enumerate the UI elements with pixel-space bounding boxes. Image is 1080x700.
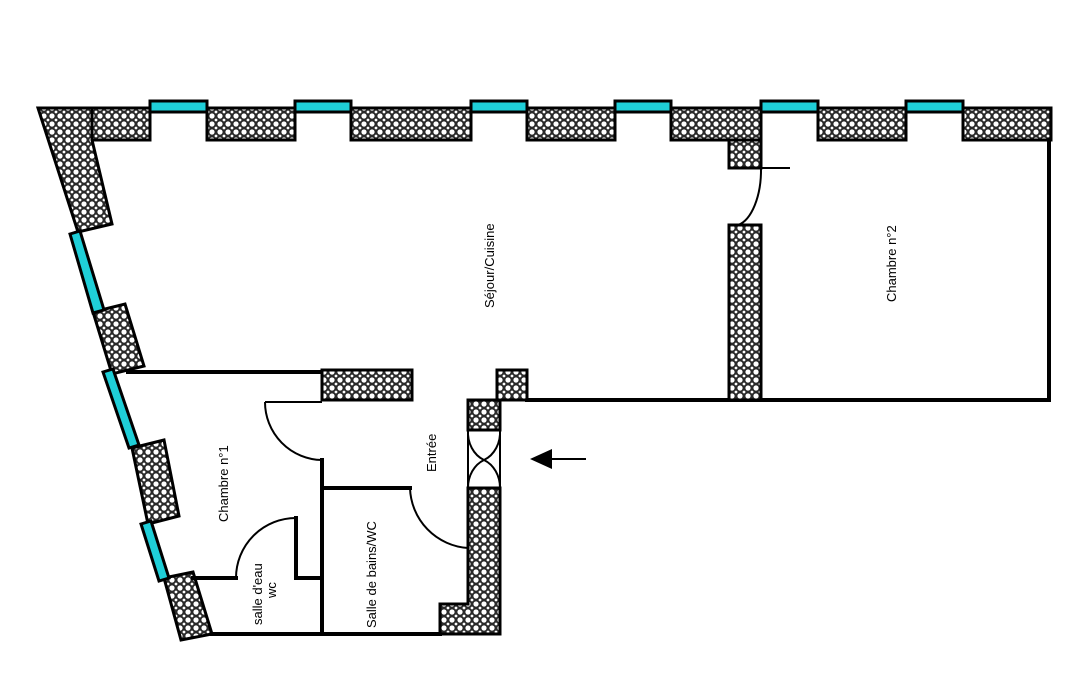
partition-chambre2 bbox=[727, 138, 790, 402]
label-chambre2: Chambre n°2 bbox=[884, 225, 899, 302]
label-entree: Entrée bbox=[424, 434, 439, 472]
label-chambre1: Chambre n°1 bbox=[216, 445, 231, 522]
left-wall bbox=[35, 106, 214, 642]
label-salle-eau: salle d'eau bbox=[250, 563, 265, 625]
label-wc: wc bbox=[264, 582, 279, 599]
door-swing-salle-bains bbox=[409, 487, 469, 549]
left-windows bbox=[68, 229, 171, 583]
salle-bains-walls bbox=[320, 486, 502, 636]
perimeter bbox=[210, 138, 1051, 636]
arrow-left-icon bbox=[530, 449, 586, 469]
top-windows bbox=[148, 99, 965, 114]
entrance-walls bbox=[466, 368, 529, 489]
door-swing-entree bbox=[466, 429, 487, 489]
chambre1-walls bbox=[126, 368, 414, 636]
door-swing-salle-eau bbox=[235, 517, 297, 579]
door-swing-chambre2 bbox=[737, 167, 763, 226]
label-sejour: Séjour/Cuisine bbox=[482, 223, 497, 308]
door-swing-chambre1 bbox=[264, 401, 323, 461]
top-wall bbox=[90, 106, 1053, 142]
label-salle-bains: Salle de bains/WC bbox=[364, 521, 379, 628]
